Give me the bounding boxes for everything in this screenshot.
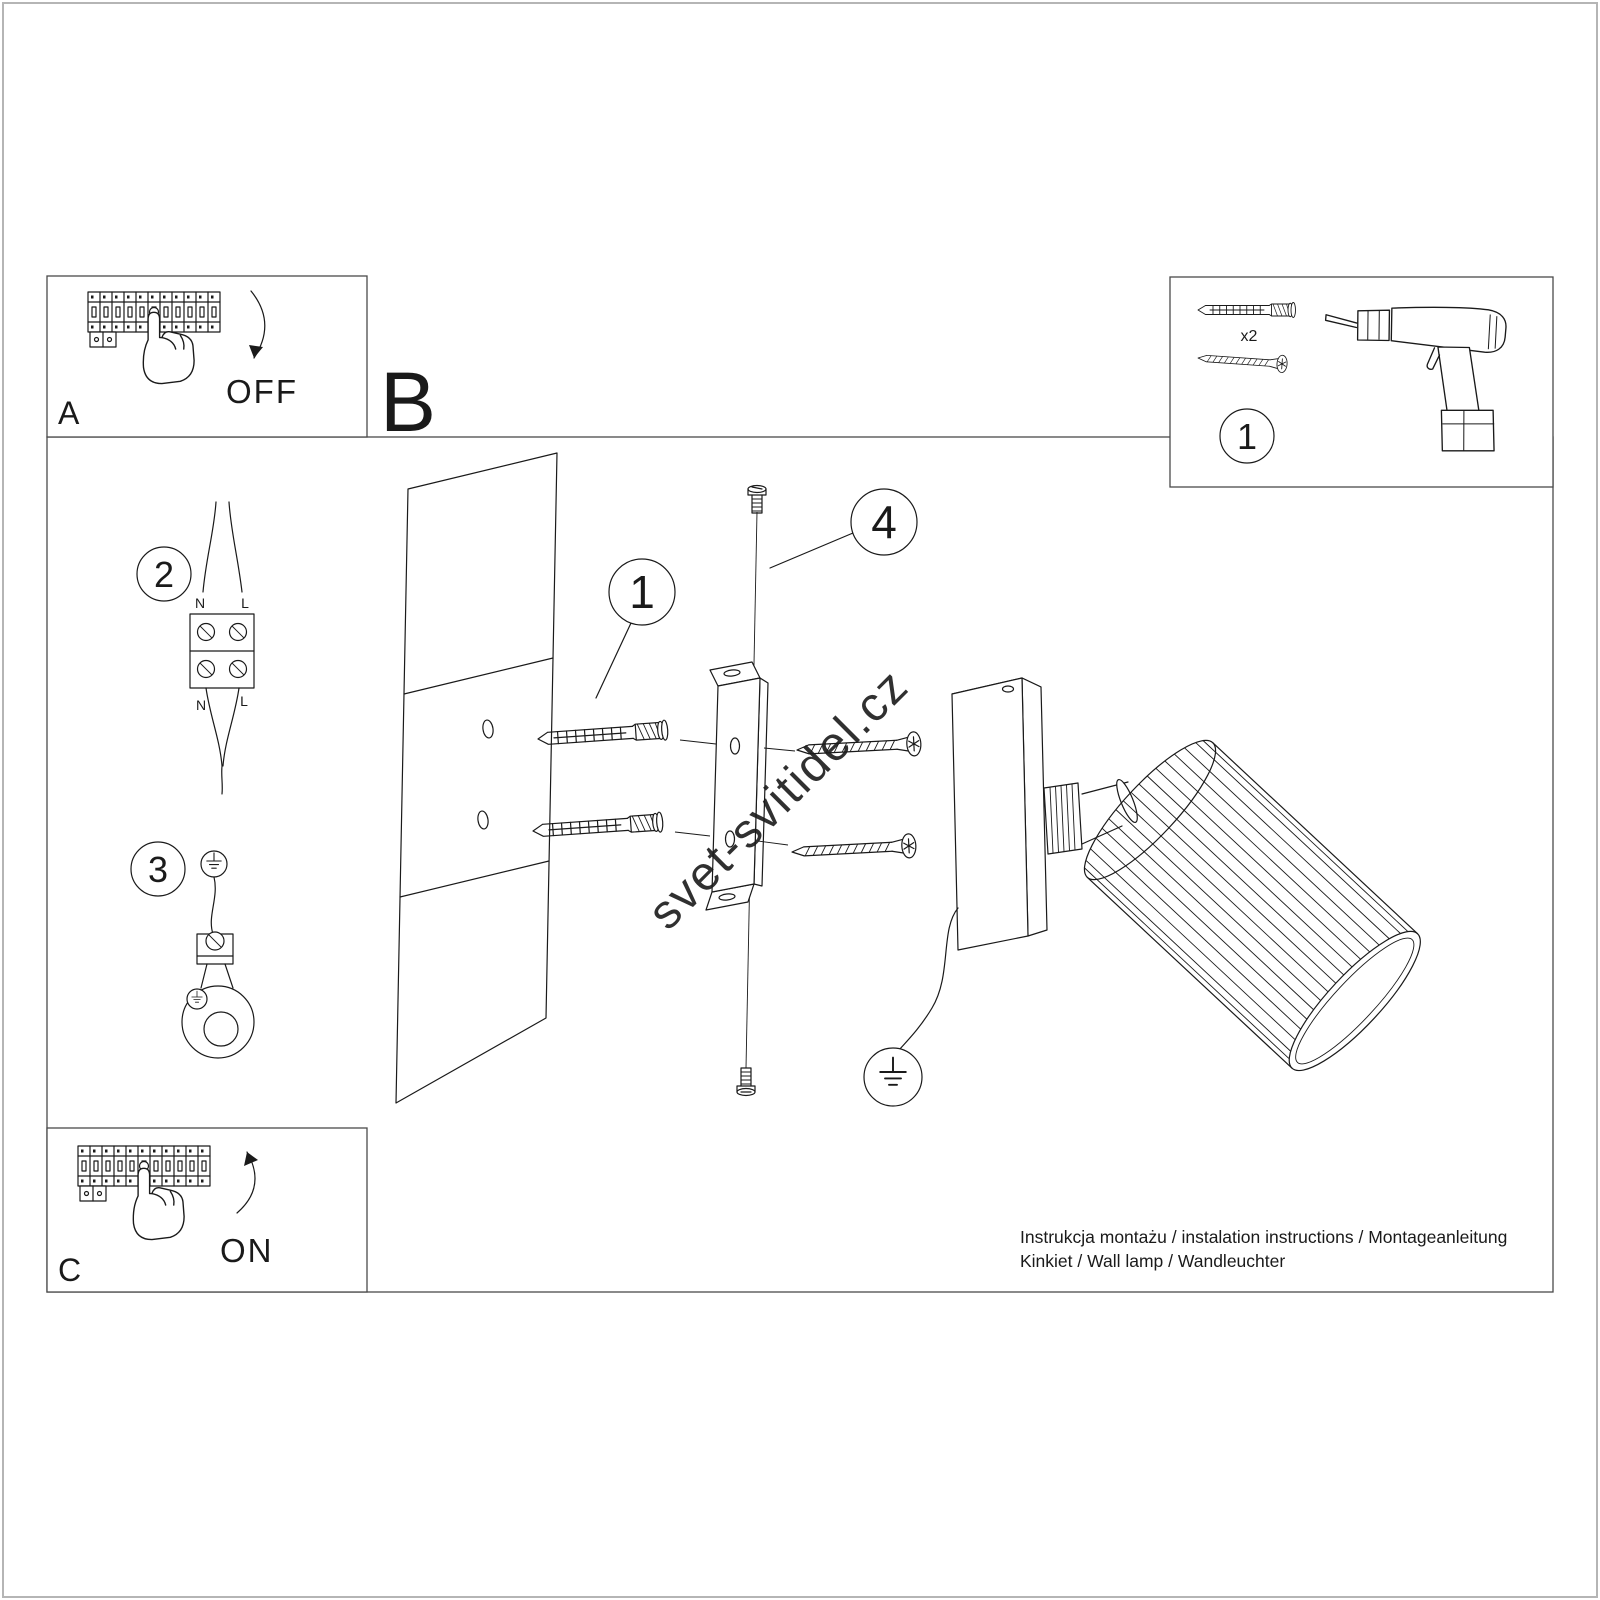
anchor-quantity-label: x2 xyxy=(1241,328,1258,345)
tools-box-frame xyxy=(1169,276,1554,488)
section-c-frame xyxy=(46,1127,368,1293)
switch-off-arrowhead-icon xyxy=(249,345,263,358)
off-label: OFF xyxy=(226,373,298,410)
callout-2-number: 2 xyxy=(154,554,174,595)
wire-label-l-top: L xyxy=(241,595,249,611)
wire-label-l-bottom: L xyxy=(240,693,248,709)
callout-1-number: 1 xyxy=(629,566,655,618)
callout-3-circle xyxy=(130,841,186,897)
section-c-label: C xyxy=(58,1252,81,1288)
callout-4-number: 4 xyxy=(871,496,897,548)
callout-4-circle xyxy=(850,488,918,556)
grounding-diagram: 3 xyxy=(130,841,255,1059)
lamp-base xyxy=(951,677,1048,951)
machine-screw-bottom xyxy=(736,1067,756,1097)
section-b-frame xyxy=(46,436,1554,1293)
section-a: A OFF xyxy=(46,275,368,438)
earth-badge xyxy=(863,1047,923,1107)
section-b: B 2 N L N L 3 xyxy=(46,355,1554,1293)
section-a-label: A xyxy=(58,395,80,431)
callout-3-number: 3 xyxy=(148,849,168,890)
section-b-label: B xyxy=(380,355,436,449)
drill-icon xyxy=(1324,306,1507,452)
guide-lines xyxy=(674,739,796,846)
wall-panel xyxy=(395,452,558,1104)
callout-4: 4 xyxy=(769,488,918,569)
mounting-bracket xyxy=(705,661,769,911)
wiring-diagram: 2 N L N L xyxy=(136,501,255,795)
on-label: ON xyxy=(220,1232,274,1269)
tools-callout-number: 1 xyxy=(1237,416,1257,457)
footer-line-1: Instrukcja montażu / instalation instruc… xyxy=(1020,1227,1507,1247)
wire-label-n-bottom: N xyxy=(196,697,206,713)
lamp-shade xyxy=(1083,739,1421,1072)
switch-on-arrowhead-icon xyxy=(244,1152,258,1166)
machine-screw-top xyxy=(747,484,767,514)
tools-callout-circle xyxy=(1219,408,1275,464)
callout-1: 1 xyxy=(595,558,676,699)
tools-box: x2 1 xyxy=(1169,276,1554,488)
wire-label-n-top: N xyxy=(195,595,205,611)
section-a-frame xyxy=(46,275,368,438)
section-c: C ON xyxy=(46,1127,368,1293)
callout-1-circle xyxy=(608,558,676,626)
earth-symbol-small-icon xyxy=(186,988,208,1010)
lamp-joint xyxy=(1043,778,1138,855)
footer-line-2: Kinkiet / Wall lamp / Wandleuchter xyxy=(1020,1251,1285,1271)
power-cable xyxy=(863,907,959,1107)
callout-2-circle xyxy=(136,546,192,602)
